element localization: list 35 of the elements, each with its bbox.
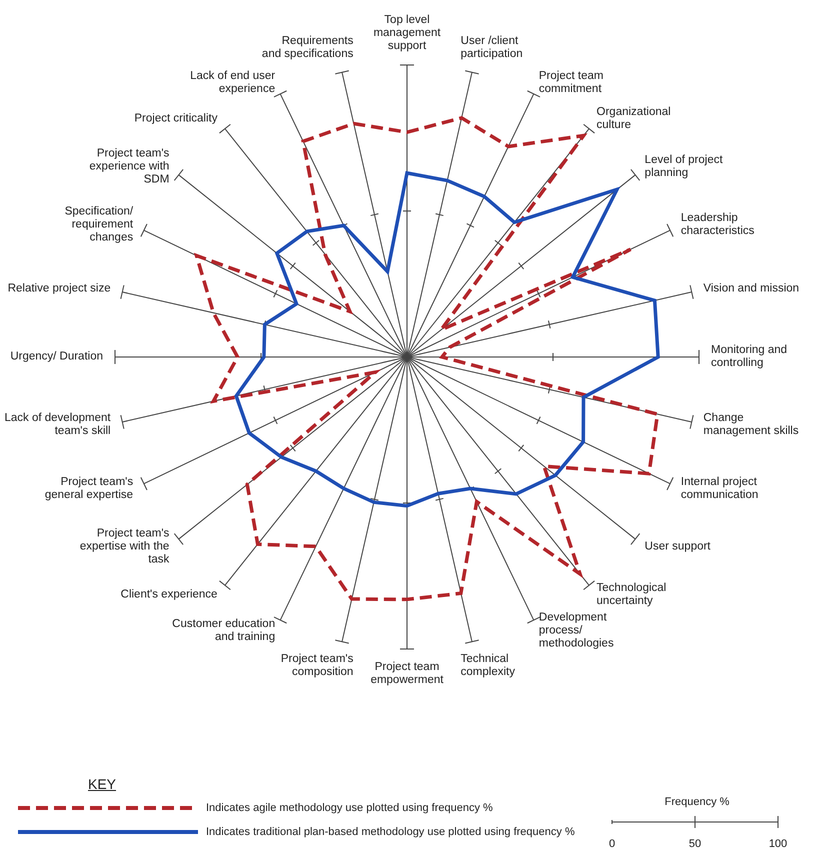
axis-label: Technological uncertainty xyxy=(596,582,668,608)
axis-label: Technical complexity xyxy=(460,653,516,680)
axis-label: User support xyxy=(644,540,712,554)
axis-label: Change management skills xyxy=(703,412,800,438)
axis-label: Lack of end user experience xyxy=(189,70,276,96)
tick-label: 50 xyxy=(688,838,702,850)
axis-label: Vision and mission xyxy=(703,282,800,296)
axis-label: Customer education and training xyxy=(171,618,276,644)
axis-label: Project criticality xyxy=(133,112,218,126)
axis-label: Project team commitment xyxy=(538,70,604,96)
legend-title: KEY xyxy=(88,776,116,792)
legend-text: Indicates agile methodology use plotted using frequency % xyxy=(206,802,493,814)
axis-label: Internal project communication xyxy=(680,476,760,502)
axis-label: Development process/ methodologies xyxy=(538,611,615,650)
axis-label: Project team's general expertise xyxy=(44,476,134,502)
axis-label: Leadership characteristics xyxy=(680,212,756,238)
axis-label: User /client participation xyxy=(460,34,524,61)
axis-label: Project team's expertise with the task xyxy=(78,527,170,566)
tick-label: 0 xyxy=(608,838,616,850)
axis-label: Top level management support xyxy=(372,14,442,53)
axis-label: Monitoring and controlling xyxy=(711,344,788,370)
axis-label: Organizational culture xyxy=(596,106,672,132)
tick-label: 100 xyxy=(768,838,788,850)
axis-label: Urgency/ Duration xyxy=(9,350,103,364)
axis-label: Relative project size xyxy=(6,282,111,296)
legend-text: Indicates traditional plan-based methodology use plotted using frequency % xyxy=(206,826,575,838)
axis-label: Project team empowerment xyxy=(370,661,444,687)
axis-label: Requirements and specifications xyxy=(261,34,354,61)
scale-title: Frequency % xyxy=(664,796,730,808)
axis-label: Project team's experience with SDM xyxy=(88,148,170,187)
axis-label: Lack of development team's skill xyxy=(3,412,111,438)
axis-label: Client's experience xyxy=(120,588,218,602)
axis-label: Level of project planning xyxy=(644,154,724,180)
axis-label: Project team's composition xyxy=(280,653,354,680)
axis-label: Specification/ requirement changes xyxy=(64,206,134,245)
